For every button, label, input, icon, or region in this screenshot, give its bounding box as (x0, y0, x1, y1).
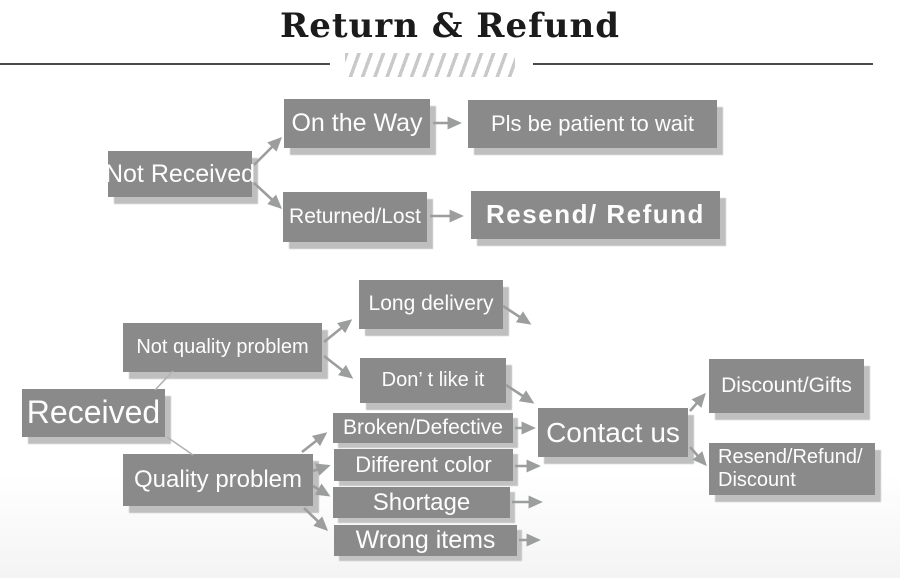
node-label: Different color (355, 452, 492, 478)
node-shortage: Shortage (333, 487, 510, 518)
node-label-line1: Resend/Refund/ (718, 446, 863, 468)
arrow-not-quality-to-dont-like (323, 354, 354, 379)
node-label: Received (26, 394, 161, 431)
node-discount-gifts: Discount/Gifts (709, 359, 864, 413)
line-received-to-not-quality (154, 370, 174, 391)
node-label: Broken/Defective (343, 415, 503, 439)
node-label: Contact us (546, 416, 680, 448)
node-returned-lost: Returned/Lost (283, 192, 427, 242)
arrow-quality-to-broken (301, 432, 328, 454)
node-label: Resend/ Refund (486, 199, 705, 230)
divider-line-right (533, 63, 873, 65)
arrow-long-delivery-out (502, 304, 532, 325)
node-label: Wrong items (355, 526, 496, 555)
node-label: Not Received (104, 159, 256, 188)
node-resend-refund: Resend/ Refund (471, 191, 720, 239)
arrow-not-received-to-on-the-way (253, 136, 283, 166)
node-pls-be-patient: Pls be patient to wait (468, 100, 717, 148)
arrow-not-quality-to-long-delivery (323, 319, 353, 344)
node-label: Quality problem (133, 466, 303, 494)
node-different-color: Different color (334, 449, 513, 481)
line-received-to-quality (166, 436, 194, 456)
node-label: Don’ t like it (381, 369, 485, 391)
node-not-received: Not Received (104, 151, 256, 197)
node-contact-us: Contact us (538, 408, 688, 457)
arrow-contact-to-discount-gifts (689, 392, 706, 412)
node-label-line2: Discount (718, 469, 796, 491)
node-long-delivery: Long delivery (359, 280, 503, 329)
arrow-not-received-to-returned-lost (253, 182, 283, 209)
node-broken-defective: Broken/Defective (333, 413, 513, 443)
node-on-the-way: On the Way (284, 99, 430, 148)
node-label: Not quality problem (136, 336, 309, 358)
node-wrong-items: Wrong items (334, 525, 517, 556)
arrow-quality-to-shortage (312, 483, 331, 497)
node-dont-like-it: Don’ t like it (360, 358, 506, 403)
page-title: Return & Refund (279, 6, 621, 46)
node-label: On the Way (291, 109, 423, 138)
node-label: Shortage (372, 488, 471, 516)
arrow-quality-to-wrong (303, 507, 329, 531)
node-label: Long delivery (368, 292, 494, 316)
node-label: Returned/Lost (289, 204, 421, 228)
divider-line-left (0, 63, 330, 65)
arrow-contact-to-resend-discount (689, 446, 707, 467)
node-resend-refund-discount: Resend/Refund/ Discount (709, 443, 875, 495)
node-label: Pls be patient to wait (490, 111, 694, 137)
arrow-dont-like-to-contact-us (505, 383, 535, 404)
node-not-quality-problem: Not quality problem (123, 323, 322, 372)
node-received: Received (22, 389, 165, 437)
node-quality-problem: Quality problem (123, 454, 313, 506)
arrow-quality-to-different (312, 463, 331, 476)
node-label: Discount/Gifts (721, 373, 852, 397)
hatch-marks-icon (345, 53, 515, 77)
